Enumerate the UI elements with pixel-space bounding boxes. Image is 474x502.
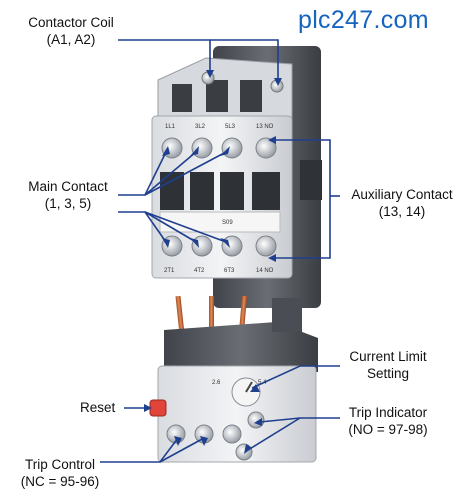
reset-button[interactable] [149, 399, 167, 417]
arrowhead [250, 384, 260, 392]
setting-label-low: 2.6 [212, 380, 221, 386]
model-plate [159, 211, 281, 233]
label-trip-control: Trip Control (NC = 95-96) [8, 456, 112, 490]
arrowhead [220, 238, 230, 248]
coil-slot-1 [172, 84, 192, 112]
terminal-screw-14NO [255, 235, 277, 257]
brand-watermark: plc247.com [298, 6, 429, 34]
callout-line-coil-2 [210, 39, 279, 80]
terminal-screw-3L2 [191, 137, 213, 159]
terminal-label-1L1: 1L1 [165, 124, 176, 130]
label-main-contact-title: Main Contact [28, 179, 108, 194]
callout-arrowheads [144, 70, 282, 454]
coil-slot-3 [240, 80, 262, 112]
arrowhead [268, 136, 276, 144]
overload-relay: 2.6 5.4 [149, 295, 318, 463]
arrowhead [144, 404, 152, 412]
callout-line-current-limit [251, 365, 340, 389]
terminal-label-5L3: 5L3 [225, 124, 236, 130]
callout-line-main-bottom-2 [144, 211, 197, 243]
label-contactor-coil-title: Contactor Coil [28, 15, 114, 30]
terminal-screw-6T3 [221, 235, 243, 257]
callout-line-main-bottom-3 [144, 211, 227, 243]
label-contactor-coil-detail: (A1, A2) [46, 32, 96, 47]
terminal-label-6T3: 6T3 [224, 268, 235, 274]
relay-screw-3 [222, 424, 242, 444]
label-current-limit-title: Current Limit [349, 349, 427, 364]
callout-line-main-top-3 [144, 151, 227, 196]
relay-upper-housing [164, 322, 318, 372]
arrowhead [190, 238, 199, 248]
arrowhead [274, 78, 282, 86]
label-main-contact: Main Contact (1, 3, 5) [12, 178, 124, 212]
terminal-label-3L2: 3L2 [195, 124, 206, 130]
arrowhead [268, 254, 276, 262]
callout-lines [100, 39, 340, 463]
label-trip-control-title: Trip Control [24, 457, 96, 472]
label-auxiliary-contact-detail: (13, 14) [378, 204, 426, 219]
label-main-contact-detail: (1, 3, 5) [44, 196, 92, 211]
contact-window-2 [190, 172, 214, 210]
relay-rear-block [272, 298, 302, 332]
contact-window-aux [252, 172, 280, 210]
terminal-screw-5L3 [221, 137, 243, 159]
label-trip-indicator-detail: (NO = 97-98) [348, 422, 428, 437]
label-current-limit-detail: Setting [366, 366, 410, 381]
terminal-screw-13NO [255, 137, 277, 159]
label-trip-control-detail: (NC = 95-96) [20, 474, 100, 489]
arrowhead [244, 444, 252, 454]
label-contactor-coil: Contactor Coil (A1, A2) [12, 14, 130, 48]
arrowhead [220, 146, 230, 156]
label-trip-indicator: Trip Indicator (NO = 97-98) [338, 404, 438, 438]
terminal-screw-4T2 [191, 235, 213, 257]
arrowhead [162, 146, 170, 156]
contact-window-1 [160, 172, 184, 210]
coil-slot-2 [206, 80, 228, 112]
contact-window-3 [220, 172, 244, 210]
model-label: S09 [222, 220, 233, 226]
label-auxiliary-contact: Auxiliary Contact (13, 14) [338, 186, 466, 220]
contactor-rail-clip [300, 160, 322, 200]
callout-line-trip-ctrl-2 [159, 437, 205, 463]
copper-pin-2 [209, 296, 214, 344]
arrowhead [200, 436, 208, 446]
terminal-label-4T2: 4T2 [194, 268, 205, 274]
label-reset: Reset [80, 400, 116, 415]
terminal-label-13NO: 13 NO [256, 124, 274, 130]
arrowhead [174, 436, 182, 446]
callout-line-trip-ind-2 [247, 417, 301, 451]
callout-line-main-top-2 [144, 151, 197, 196]
callout-line-aux [274, 139, 331, 259]
terminal-label-2T1: 2T1 [164, 268, 175, 274]
label-auxiliary-contact-title: Auxiliary Contact [351, 187, 453, 202]
dial-pointer [245, 381, 253, 393]
terminal-label-14NO: 14 NO [256, 268, 274, 274]
relay-screw-5 [235, 443, 253, 461]
arrowhead [190, 146, 199, 156]
arrowhead [254, 418, 262, 426]
arrowhead [206, 70, 214, 78]
arrowhead [162, 238, 170, 248]
label-current-limit: Current Limit Setting [338, 348, 438, 382]
label-trip-indicator-title: Trip Indicator [348, 405, 428, 420]
